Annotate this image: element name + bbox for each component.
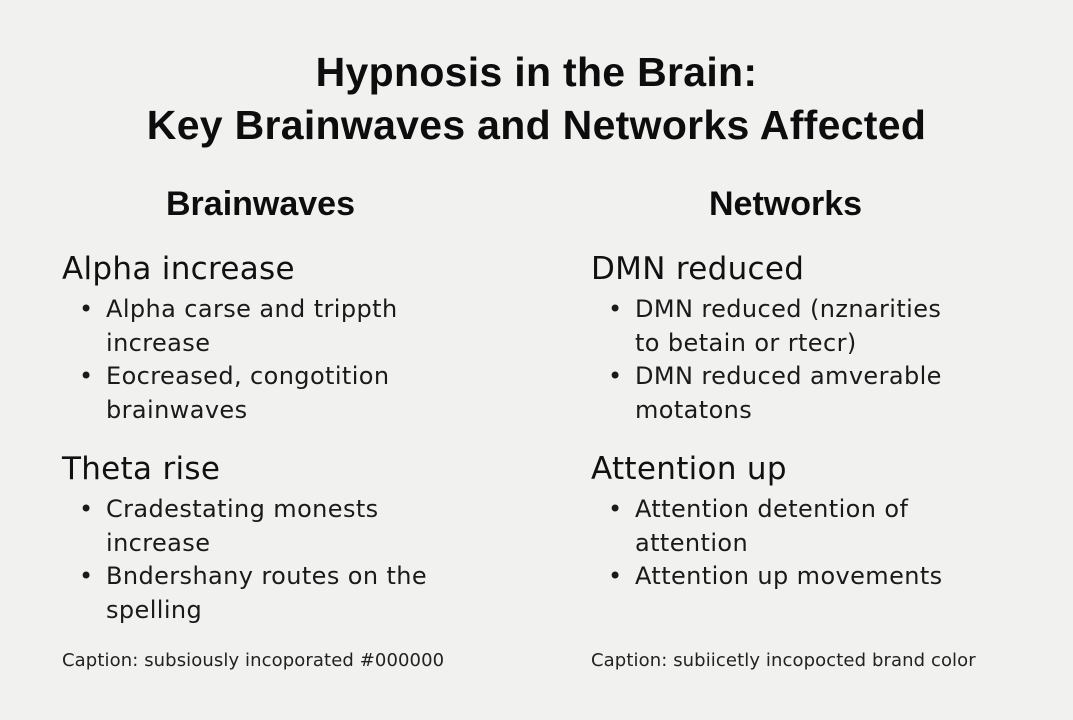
bullet-icon: • bbox=[608, 495, 623, 523]
section-title: Attention up bbox=[591, 451, 787, 487]
brainwaves-heading: Brainwaves bbox=[166, 185, 355, 223]
page-title: Hypnosis in the Brain: Key Brainwaves an… bbox=[0, 46, 1073, 152]
list-item: • Attention detention of attention bbox=[608, 493, 965, 560]
brainwaves-caption: Caption: subsiously incoporated #000000 bbox=[62, 650, 445, 671]
list-item: • Attention up movements bbox=[608, 560, 965, 594]
bullet-list: • Alpha carse and trippth increase • Eoc… bbox=[62, 293, 512, 427]
list-item-text: Attention detention of attention bbox=[635, 495, 909, 557]
networks-caption: Caption: subiicetly incopocted brand col… bbox=[591, 650, 976, 671]
list-item-text: Bndershany routes on the spelling bbox=[106, 562, 428, 624]
brainwaves-column: Brainwaves Alpha increase • Alpha carse … bbox=[62, 180, 512, 627]
bullet-list: • DMN reduced (nznarities to betain or r… bbox=[591, 293, 1041, 427]
list-item: • DMN reduced (nznarities to betain or r… bbox=[608, 293, 965, 360]
bullet-icon: • bbox=[79, 495, 94, 523]
title-line-1: Hypnosis in the Brain: bbox=[315, 49, 758, 95]
bullet-icon: • bbox=[608, 295, 623, 323]
bullet-icon: • bbox=[79, 562, 94, 590]
list-item-text: DMN reduced amverable motatons bbox=[635, 362, 942, 424]
bullet-list: • Cradestating monests increase • Bnders… bbox=[62, 493, 512, 627]
list-item: • Alpha carse and trippth increase bbox=[79, 293, 436, 360]
list-item: • Cradestating monests increase bbox=[79, 493, 436, 560]
list-item-text: Cradestating monests increase bbox=[106, 495, 379, 557]
networks-column: Networks DMN reduced • DMN reduced (nzna… bbox=[591, 180, 1041, 594]
bullet-list: • Attention detention of attention • Att… bbox=[591, 493, 1041, 594]
title-line-2: Key Brainwaves and Networks Affected bbox=[146, 102, 927, 148]
list-item: • Eocreased, congotition brainwaves bbox=[79, 360, 436, 427]
list-item-text: Attention up movements bbox=[635, 562, 943, 590]
bullet-icon: • bbox=[608, 362, 623, 390]
theta-section: Theta rise • Cradestating monests increa… bbox=[62, 449, 512, 627]
list-item: • Bndershany routes on the spelling bbox=[79, 560, 436, 627]
section-title: Theta rise bbox=[62, 451, 221, 487]
dmn-section: DMN reduced • DMN reduced (nznarities to… bbox=[591, 249, 1041, 427]
list-item-text: Alpha carse and trippth increase bbox=[106, 295, 398, 357]
list-item-text: DMN reduced (nznarities to betain or rte… bbox=[635, 295, 942, 357]
list-item: • DMN reduced amverable motatons bbox=[608, 360, 965, 427]
bullet-icon: • bbox=[608, 562, 623, 590]
section-title: Alpha increase bbox=[62, 251, 295, 287]
alpha-section: Alpha increase • Alpha carse and trippth… bbox=[62, 249, 512, 427]
bullet-icon: • bbox=[79, 362, 94, 390]
list-item-text: Eocreased, congotition brainwaves bbox=[106, 362, 390, 424]
bullet-icon: • bbox=[79, 295, 94, 323]
attention-section: Attention up • Attention detention of at… bbox=[591, 449, 1041, 594]
networks-heading: Networks bbox=[709, 185, 863, 223]
section-title: DMN reduced bbox=[591, 251, 805, 287]
